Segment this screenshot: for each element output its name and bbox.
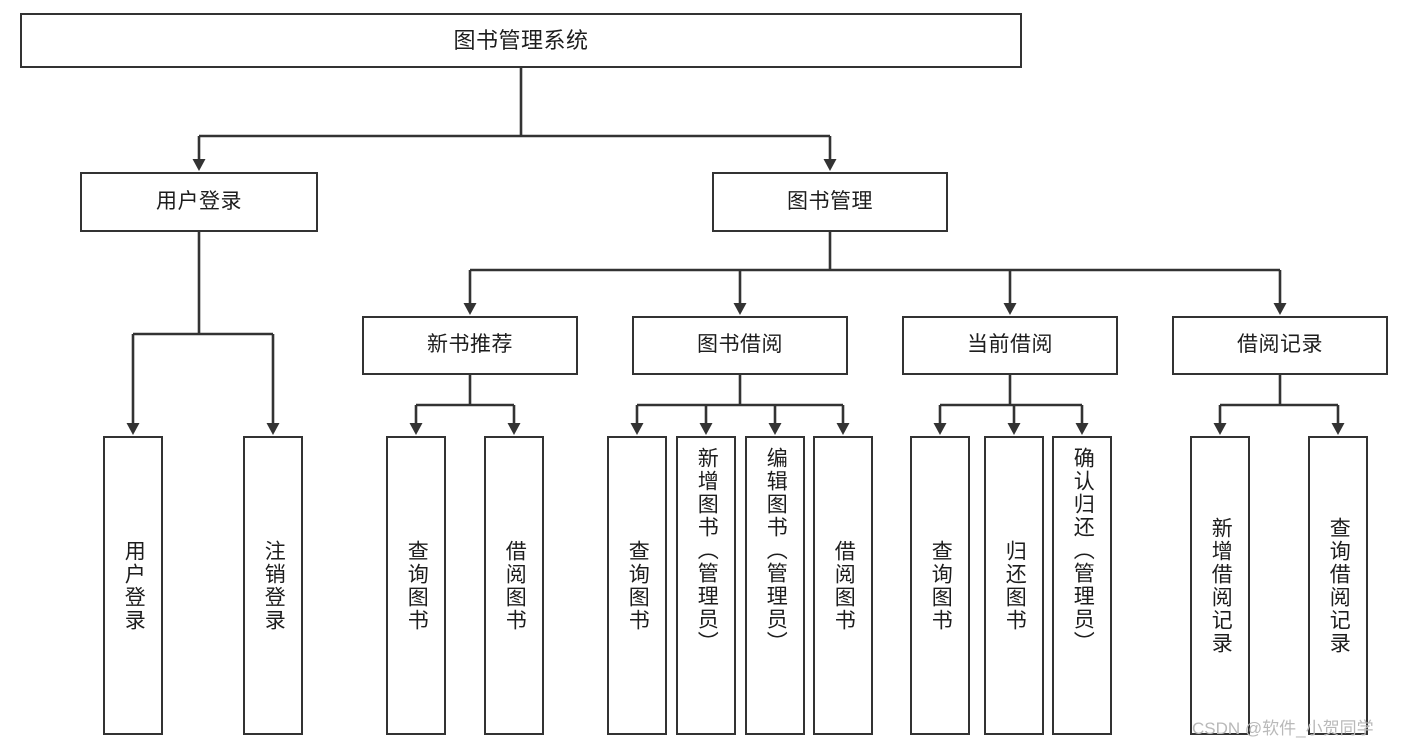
node-root-label: 图书管理系统 (453, 27, 589, 53)
node-root[interactable]: 图书管理系统 (20, 13, 1022, 68)
node-leaf-add-borrow-record-label: 新增借阅记录 (1209, 516, 1233, 655)
node-book-borrow[interactable]: 图书借阅 (632, 316, 848, 375)
node-new-book-recommend[interactable]: 新书推荐 (362, 316, 578, 375)
node-leaf-borrow-book-1-label: 借阅图书 (503, 539, 527, 632)
node-leaf-query-borrow-record-label: 查询借阅记录 (1327, 516, 1351, 655)
node-leaf-logout-login-label: 注销登录 (262, 539, 286, 632)
node-new-book-recommend-label: 新书推荐 (427, 333, 513, 357)
node-user-login[interactable]: 用户登录 (80, 172, 318, 232)
node-leaf-query-book-1[interactable]: 查询图书 (386, 436, 446, 735)
node-leaf-borrow-book-1[interactable]: 借阅图书 (484, 436, 544, 735)
node-leaf-confirm-return-label: 确认归还（管理员） (1071, 447, 1095, 654)
node-leaf-user-login[interactable]: 用户登录 (103, 436, 163, 735)
node-current-borrow[interactable]: 当前借阅 (902, 316, 1118, 375)
node-leaf-query-book-2-label: 查询图书 (626, 539, 650, 632)
node-leaf-borrow-book-2[interactable]: 借阅图书 (813, 436, 873, 735)
node-leaf-edit-book-label: 编辑图书（管理员） (764, 447, 788, 654)
node-leaf-borrow-book-2-label: 借阅图书 (832, 539, 856, 632)
node-leaf-return-book-label: 归还图书 (1003, 539, 1027, 632)
node-leaf-add-book-label: 新增图书（管理员） (695, 447, 719, 654)
node-leaf-query-book-3[interactable]: 查询图书 (910, 436, 970, 735)
node-leaf-query-borrow-record[interactable]: 查询借阅记录 (1308, 436, 1368, 735)
node-leaf-query-book-1-label: 查询图书 (405, 539, 429, 632)
node-book-manage-label: 图书管理 (787, 189, 873, 213)
watermark: CSDN @软件_小贺同学 (1192, 719, 1374, 738)
node-book-manage[interactable]: 图书管理 (712, 172, 948, 232)
node-leaf-user-login-label: 用户登录 (122, 539, 146, 632)
node-leaf-logout-login[interactable]: 注销登录 (243, 436, 303, 735)
node-borrow-record-label: 借阅记录 (1237, 333, 1323, 357)
node-leaf-query-book-2[interactable]: 查询图书 (607, 436, 667, 735)
node-leaf-edit-book[interactable]: 编辑图书（管理员） (745, 436, 805, 735)
node-leaf-add-borrow-record[interactable]: 新增借阅记录 (1190, 436, 1250, 735)
node-borrow-record[interactable]: 借阅记录 (1172, 316, 1388, 375)
node-leaf-add-book[interactable]: 新增图书（管理员） (676, 436, 736, 735)
node-leaf-query-book-3-label: 查询图书 (929, 539, 953, 632)
node-book-borrow-label: 图书借阅 (697, 333, 783, 357)
node-leaf-return-book[interactable]: 归还图书 (984, 436, 1044, 735)
node-leaf-confirm-return[interactable]: 确认归还（管理员） (1052, 436, 1112, 735)
node-current-borrow-label: 当前借阅 (967, 333, 1053, 357)
node-user-login-label: 用户登录 (156, 189, 242, 213)
